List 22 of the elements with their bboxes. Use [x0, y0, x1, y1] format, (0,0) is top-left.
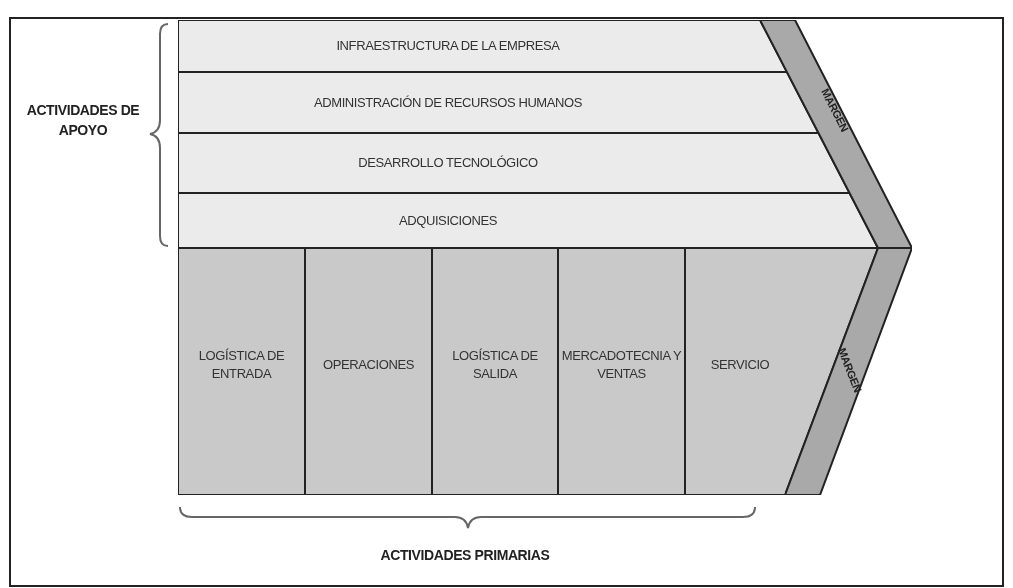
group-label: ACTIVIDADES DE APOYO	[25, 101, 141, 140]
activity-label: ADMINISTRACIÓN DE RECURSOS HUMANOS	[312, 93, 584, 112]
activity-label: ADQUISICIONES	[397, 211, 499, 230]
activity-label: SERVICIO	[709, 356, 771, 374]
activity-label: INFRAESTRUCTURA DE LA EMPRESA	[335, 37, 561, 55]
support-activity-band	[178, 72, 819, 133]
group-label: ACTIVIDADES PRIMARIAS	[379, 546, 551, 565]
margin-band	[760, 20, 912, 248]
activity-label: MERCADOTECNIA Y VENTAS	[560, 347, 683, 383]
support-activity-band	[178, 20, 787, 72]
activity-label: OPERACIONES	[322, 356, 415, 374]
support-activity-band	[178, 133, 850, 193]
primary-activity-column	[178, 248, 305, 495]
primary-activity-column	[305, 248, 432, 495]
activity-label: LOGÍSTICA DE ENTRADA	[197, 347, 286, 383]
margin-band	[785, 248, 912, 495]
activity-label: DESARROLLO TECNOLÓGICO	[357, 154, 539, 172]
primary-activity-column	[432, 248, 558, 495]
activity-label: LOGÍSTICA DE SALIDA	[451, 347, 539, 383]
primary-activity-column	[558, 248, 685, 495]
primary-activity-column	[685, 248, 878, 495]
support-activity-band	[178, 193, 878, 248]
